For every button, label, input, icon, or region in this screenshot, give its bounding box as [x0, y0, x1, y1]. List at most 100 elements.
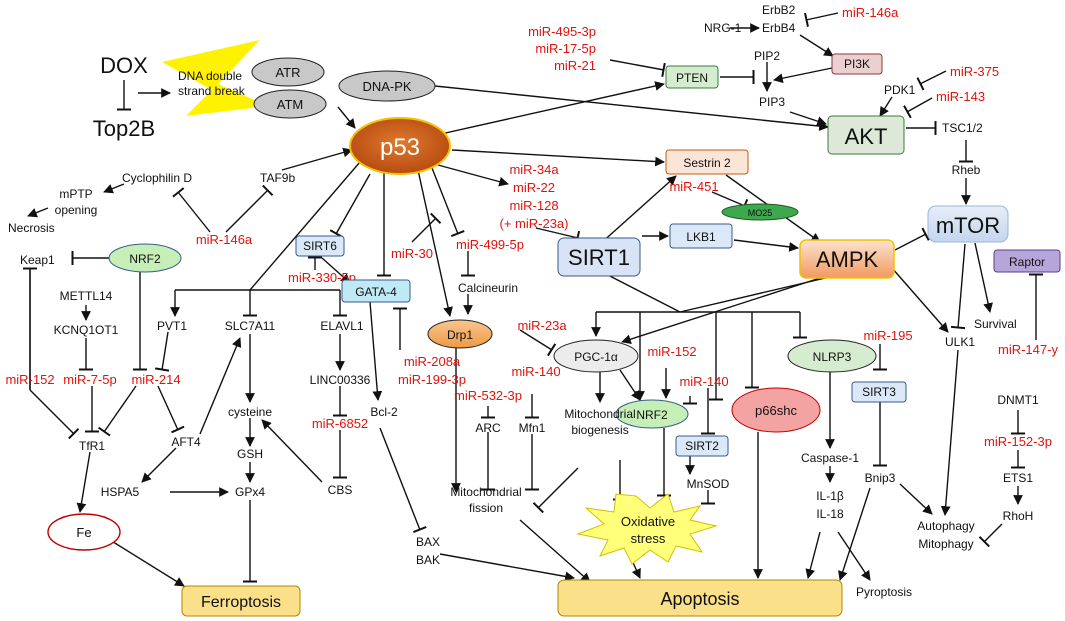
bnip3-to-apoptosis — [838, 487, 871, 581]
hspa5-label: HSPA5 — [101, 485, 140, 499]
ox-label-2: stress — [631, 531, 666, 546]
pgc-label: PGC-1α — [574, 350, 618, 364]
sirt3-label: SIRT3 — [862, 385, 896, 399]
apoptosis-node — [557, 579, 843, 617]
p53-to-mir34a — [437, 164, 509, 187]
p53-to-pten — [431, 81, 665, 137]
mir7: miR-7-5p — [63, 372, 116, 387]
slc7a11-label: SLC7A11 — [225, 319, 276, 333]
mo25-node — [721, 203, 799, 221]
nrf2-left-label: NRF2 — [129, 252, 161, 266]
pdk1-to-akt — [879, 96, 893, 117]
gata4-to-bcl2 — [369, 301, 383, 401]
sirt2-node — [675, 435, 729, 457]
mir214-inhibits-aft4 — [157, 385, 185, 434]
ampk-inhibits-mtor — [894, 227, 930, 251]
sirt1-node — [557, 237, 641, 277]
nlrp3-label: NLRP3 — [813, 350, 852, 364]
mitobio-inhibits-fission — [532, 467, 579, 514]
erbb2-label: ErbB2 — [762, 3, 796, 17]
cyclophilin-to-mptp — [103, 183, 125, 194]
mir6852: miR-6852 — [312, 416, 368, 431]
mir143-inhibits-akt — [903, 97, 933, 119]
dnmt1-label: DNMT1 — [997, 393, 1039, 407]
atr-label: ATR — [275, 65, 300, 80]
pvt1-inhibits-mir214 — [155, 331, 170, 372]
mir143: miR-143 — [936, 89, 985, 104]
p53-trunk — [249, 161, 361, 291]
nlrp3-node — [787, 339, 877, 373]
bcl2-inhibits-bax — [379, 427, 427, 534]
aft4-label: AFT4 — [171, 435, 201, 449]
mir23a-inhibits-pgc — [519, 329, 557, 357]
ampk-node — [799, 239, 895, 279]
p53-inhibits-sirt6 — [329, 173, 371, 238]
akt-label: AKT — [845, 124, 888, 149]
mir146a-top: miR-146a — [842, 5, 899, 20]
ferroptosis-label: Ferroptosis — [201, 594, 281, 611]
mir152-mid: miR-152 — [647, 344, 696, 359]
arc-label: ARC — [475, 421, 501, 435]
tfr1-to-fe — [76, 451, 91, 513]
mir23a-paren: (+ miR-23a) — [500, 216, 569, 231]
mettl14-label: METTL14 — [60, 289, 113, 303]
bcl2-label: Bcl-2 — [370, 405, 398, 419]
mir375: miR-375 — [950, 64, 999, 79]
pip2-label: PIP2 — [754, 49, 780, 63]
pten-label: PTEN — [676, 71, 708, 85]
aft4-to-slc7a11 — [199, 337, 242, 435]
mir140-a: miR-140 — [511, 364, 560, 379]
rhoh-label: RhoH — [1003, 509, 1034, 523]
tfr1-label: TfR1 — [79, 439, 105, 453]
p53-to-sestrin2 — [451, 149, 665, 167]
nrg1-label: NRG-1 — [704, 21, 742, 35]
aft4-to-hspa5 — [141, 447, 177, 483]
drp1-label: Drp1 — [447, 328, 473, 342]
mtor-node — [927, 205, 1009, 243]
p53-node — [349, 117, 451, 175]
mtor-label: mTOR — [936, 213, 1000, 238]
mir140-b: miR-140 — [679, 374, 728, 389]
cbs-to-cysteine — [261, 419, 323, 483]
akt-node — [827, 115, 905, 155]
mir34a: miR-34a — [509, 162, 559, 177]
p53-inhibits-calcineurin — [431, 167, 465, 238]
mitobio-label-2: biogenesis — [571, 423, 628, 437]
mir146a-inhibits-cyclophilin — [172, 187, 211, 233]
kcnq-label: KCNQ1OT1 — [54, 323, 119, 337]
mir451-inhibits-mo25 — [711, 191, 749, 213]
raptor-node — [993, 249, 1061, 273]
cyclophilin-label: Cyclophilin D — [122, 171, 192, 185]
mptp-label-1: mPTP — [59, 187, 92, 201]
mir214-inhibits-tfr1 — [97, 385, 137, 437]
mir195: miR-195 — [863, 328, 912, 343]
p66-node — [731, 387, 821, 433]
mir23a: miR-23a — [517, 318, 567, 333]
rheb-label: Rheb — [952, 163, 981, 177]
mir499: miR-499-5p — [456, 237, 524, 252]
sirt1-to-sestrin2 — [599, 175, 677, 245]
mir152-3p: miR-152-3p — [984, 434, 1052, 449]
sirt1-ampk-merge-left — [601, 271, 681, 313]
calcineurin-label: Calcineurin — [458, 281, 518, 295]
mir128: miR-128 — [509, 198, 558, 213]
mir451: miR-451 — [669, 179, 718, 194]
mptp-to-necrosis — [27, 207, 49, 218]
mir30-inhibits-p53-drp1 — [411, 212, 442, 243]
mir147y: miR-147-y — [998, 342, 1058, 357]
mo25-label: MO25 — [748, 208, 773, 218]
autophagy-label: Autophagy — [917, 519, 974, 533]
lkb1-node — [669, 223, 733, 249]
mir214: miR-214 — [131, 372, 180, 387]
mtor-to-survival — [974, 242, 993, 313]
nrf2-left-node — [108, 243, 182, 273]
sirt6-label: SIRT6 — [303, 239, 337, 253]
mir208a: miR-208a — [404, 354, 461, 369]
bnip3-label: Bnip3 — [865, 471, 896, 485]
pgc-to-nrf2 — [619, 369, 641, 401]
ampk-label: AMPK — [816, 247, 879, 272]
nrf2-mid-label: NRF2 — [636, 408, 668, 422]
atm-label: ATM — [277, 97, 303, 112]
ox-label-1: Oxidative — [621, 514, 675, 529]
